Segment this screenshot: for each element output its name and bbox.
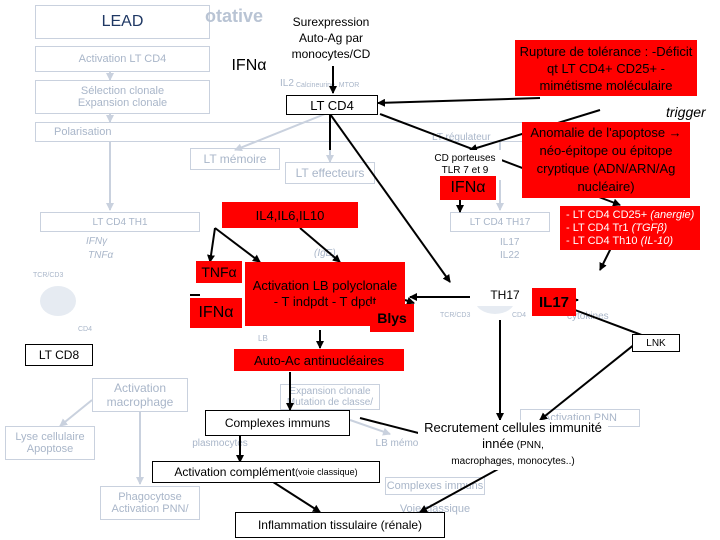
il2-label: IL2 — [280, 78, 294, 89]
voie-classique-label: (voie classique) — [295, 467, 358, 477]
calcineurine-label: Calcineurine, MTOR — [296, 82, 360, 89]
phagocytose-label-2: Activation PNN/ — [111, 503, 189, 515]
inflammation-box: Inflammation tissulaire (rénale) — [235, 512, 445, 538]
ifng-label: IFNγ — [86, 236, 108, 247]
tcr-cd3-left: TCR/CD3 — [33, 272, 64, 279]
ige-label: (IgE) — [314, 248, 336, 259]
il22-small-label: IL22 — [500, 250, 520, 261]
complexes-immuns-faded-box: Complexes immuns — [385, 477, 485, 495]
selection-expansion-box: Sélection clonale Expansion clonale — [35, 80, 210, 114]
regulatory-line-1: - LT CD4 CD25+ (anergie) — [566, 208, 695, 221]
lt-cd4-th1-box: LT CD4 TH1 — [40, 212, 200, 232]
faded-lt-regulateur: LT régulateur — [432, 132, 491, 143]
recrutement-title: Recrutement cellules immunité innée (PNN… — [424, 420, 602, 451]
expansion-clonale-b-label: Expansion clonale — [289, 386, 371, 397]
il17-small-label: IL17 — [500, 237, 520, 248]
lt-cd4-box: LT CD4 — [286, 95, 378, 115]
trigger-label: trigger — [666, 104, 706, 120]
activation-macrophage-box: Activation macrophage — [92, 378, 188, 412]
complexes-immuns-box: Complexes immuns — [205, 410, 350, 436]
activation-macrophage-label-2: macrophage — [106, 395, 174, 409]
tnfa-box: TNFα — [196, 261, 242, 283]
cd-porteuses-box: CD porteuses TLR 7 et 9 — [428, 150, 502, 180]
tnfa-small-label: TNFα — [88, 250, 114, 261]
anomalie-box: Anomalie de l'apoptose → néo-épitope ou … — [522, 122, 690, 198]
activation-macrophage-label-1: Activation — [113, 381, 167, 395]
blys-box: Blys — [370, 304, 414, 332]
regulatory-line-3: - LT CD4 Th10 (IL-10) — [566, 234, 673, 247]
surexpression-box: Surexpression Auto-Ag par monocytes/CD — [283, 10, 379, 66]
ifna-top-box: IFNα — [220, 52, 278, 80]
title-box: LEAD — [35, 5, 210, 39]
cytokines-label: cytokines — [567, 311, 609, 322]
ifna-mid-box: IFNα — [440, 176, 496, 200]
phagocytose-box: Phagocytose Activation PNN/ — [100, 486, 200, 520]
il4-il6-il10-box: IL4,IL6,IL10 — [222, 202, 358, 228]
activation-lt-cd4-box: Activation LT CD4 — [35, 46, 210, 72]
expansion-clonale-label: Expansion clonale — [77, 97, 168, 109]
expansion-mutation-box: Expansion clonale Mutation de classe/ — [280, 384, 380, 410]
rupture-box: Rupture de tolérance : -Déficit qt LT CD… — [515, 40, 697, 96]
activation-complement-box: Activation complément (voie classique) — [152, 461, 380, 483]
activation-complement-label: Activation complément — [174, 465, 296, 479]
auto-ac-box: Auto-Ac antinucléaires — [234, 349, 404, 371]
phagocytose-label-1: Phagocytose — [118, 491, 182, 503]
plasmocytes-box: plasmocytes — [185, 435, 255, 451]
tcr-cd3-right: TCR/CD3 — [440, 312, 471, 319]
recrutement-sub: macrophages, monocytes..) — [451, 456, 575, 467]
lt-cd8-box: LT CD8 — [25, 344, 93, 366]
lb-label: LB — [258, 334, 268, 343]
selection-clonale-label: Sélection clonale — [80, 85, 165, 97]
mutation-classe-label: Mutation de classe/ — [286, 397, 374, 408]
lt-memoire-box: LT mémoire — [190, 148, 280, 170]
lyse-box: Lyse cellulaire Apoptose — [5, 426, 95, 460]
lnk-box: LNK — [632, 334, 680, 352]
faded-cell-left — [40, 286, 76, 316]
ifna-left-box: IFNα — [190, 298, 242, 328]
lead-title: LEAD — [101, 13, 144, 30]
th17-box: TH17 — [472, 284, 538, 306]
lt-cd4-th17-box: LT CD4 TH17 — [450, 212, 550, 232]
regulatory-box: - LT CD4 CD25+ (anergie) - LT CD4 Tr1 (T… — [560, 206, 700, 250]
cd4-left: CD4 — [78, 326, 93, 333]
cd4-right: CD4 — [512, 312, 527, 319]
recrutement-box: Recrutement cellules immunité innée (PNN… — [418, 420, 608, 470]
lyse-label-1: Lyse cellulaire — [15, 431, 85, 443]
lyse-label-2: Apoptose — [26, 443, 74, 455]
regulatory-line-2: - LT CD4 Tr1 (TGFβ) — [566, 221, 668, 234]
faded-title-fragment: otative — [205, 6, 264, 26]
il17-box: IL17 — [532, 288, 576, 316]
polarisation-box: Polarisation — [35, 122, 645, 142]
